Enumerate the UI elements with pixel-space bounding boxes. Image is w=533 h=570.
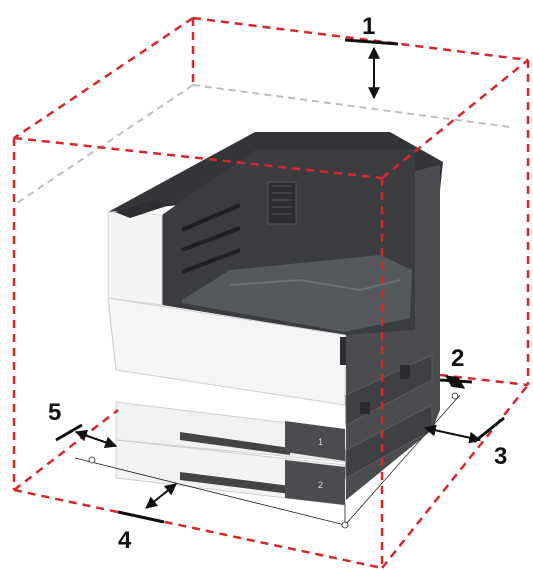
display-screen bbox=[115, 200, 170, 218]
callout-5: 5 bbox=[48, 399, 61, 426]
output-bin bbox=[182, 255, 412, 332]
dimension-arrows bbox=[55, 38, 505, 524]
clearance-box-hidden-edges bbox=[13, 84, 511, 206]
tray-1-label: 1 bbox=[318, 437, 323, 447]
callout-3: 3 bbox=[494, 443, 507, 470]
printer-illustration: 1 2 bbox=[107, 132, 443, 506]
callout-4: 4 bbox=[118, 527, 132, 554]
callout-2: 2 bbox=[451, 345, 464, 372]
callout-1: 1 bbox=[362, 13, 375, 40]
floor-guides bbox=[74, 392, 461, 529]
vent-grille bbox=[267, 181, 297, 225]
clearance-box-outline bbox=[12, 16, 530, 570]
control-panel-housing bbox=[107, 211, 163, 306]
tray-2-label: 2 bbox=[318, 480, 323, 490]
